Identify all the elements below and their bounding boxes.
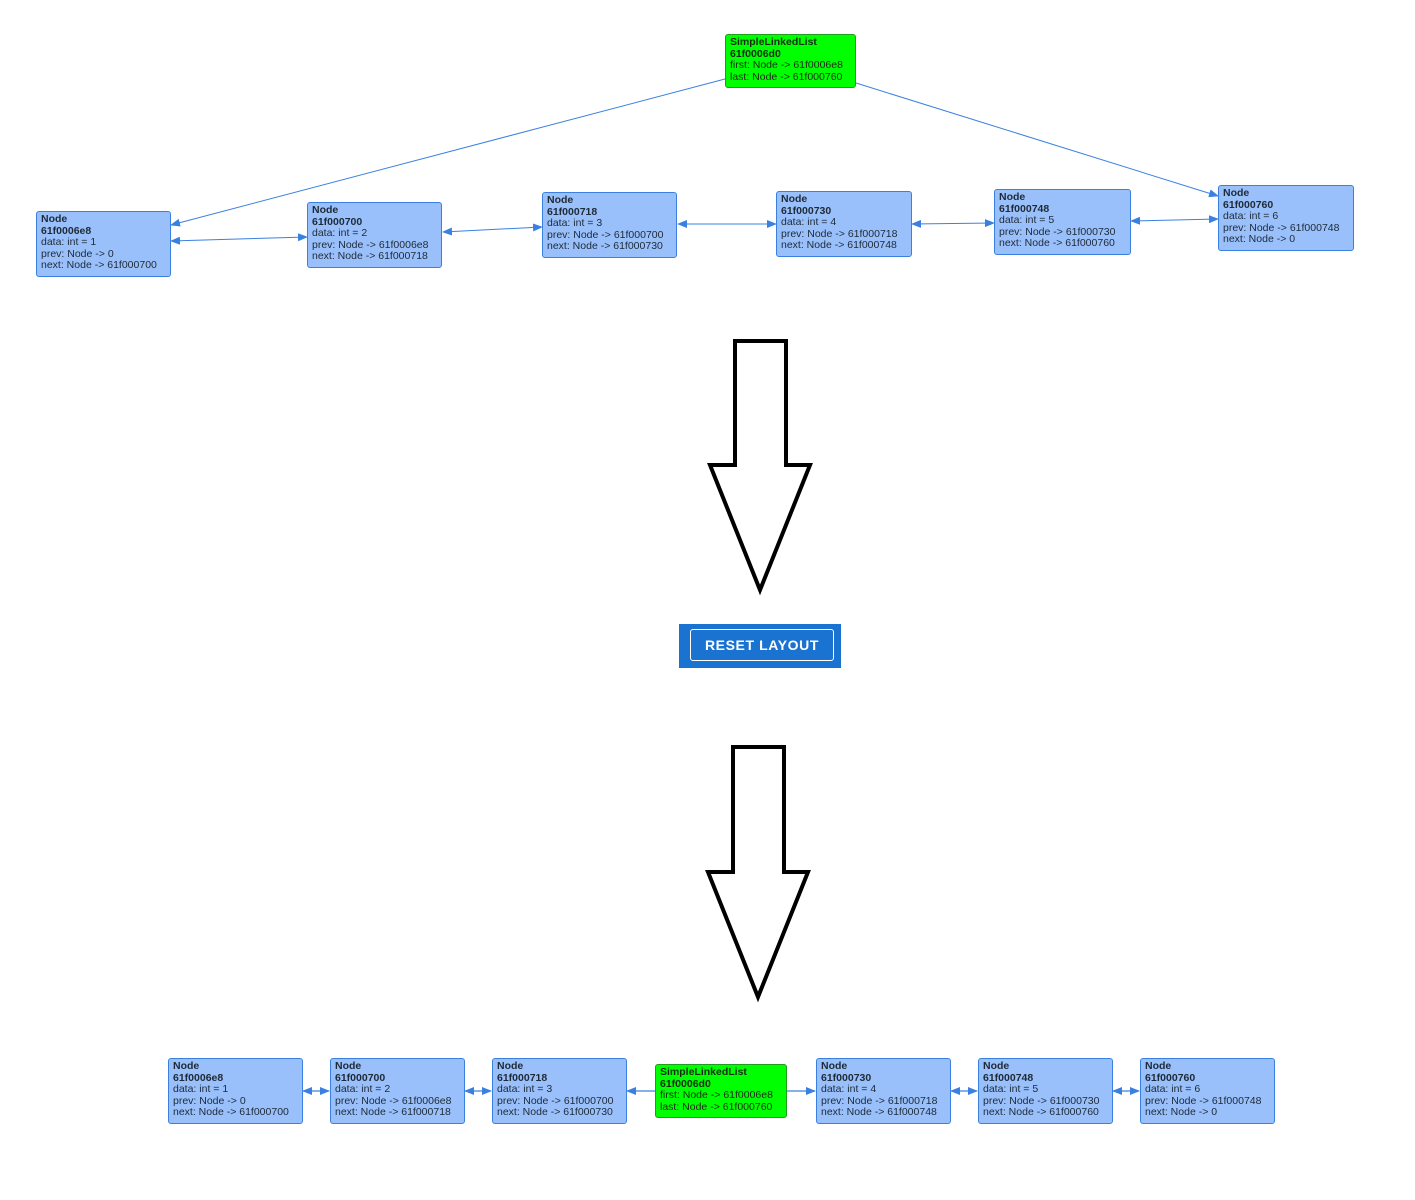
down-arrow-2 [705, 745, 811, 1003]
node-next: next: Node -> 61f000700 [173, 1106, 289, 1118]
node-prev: prev: Node -> 61f000700 [547, 228, 664, 241]
node-prev: prev: Node -> 61f000730 [983, 1094, 1100, 1107]
node-next: next: Node -> 61f000748 [781, 239, 897, 251]
node-title: Node [781, 193, 808, 205]
node-bottom-3[interactable]: Node 61f000718 data: int = 3 prev: Node … [492, 1058, 627, 1124]
node-top-2[interactable]: Node 61f000700 data: int = 2 prev: Node … [307, 202, 442, 268]
node-title: Node [335, 1060, 362, 1072]
node-title: Node [821, 1060, 848, 1072]
node-data: data: int = 2 [335, 1083, 391, 1095]
node-next: next: Node -> 61f000718 [312, 250, 428, 262]
node-title: Node [1223, 187, 1250, 199]
node-prev: prev: Node -> 61f000730 [999, 225, 1116, 238]
node-addr: 61f000760 [1223, 198, 1274, 211]
node-prev: prev: Node -> 0 [41, 247, 114, 260]
node-data: data: int = 2 [312, 227, 368, 239]
node-prev: prev: Node -> 0 [173, 1094, 246, 1107]
edge-n2-n3 [442, 223, 543, 236]
node-next: next: Node -> 61f000700 [41, 259, 157, 271]
node-prev: prev: Node -> 61f000748 [1145, 1094, 1262, 1107]
list-last: last: Node -> 61f000760 [660, 1100, 773, 1113]
node-top-5[interactable]: Node 61f000748 data: int = 5 prev: Node … [994, 189, 1131, 255]
node-addr: 61f000700 [312, 215, 363, 228]
node-addr: 61f000748 [999, 202, 1050, 215]
node-title: Node [999, 191, 1026, 203]
node-prev: prev: Node -> 61f0006e8 [335, 1094, 452, 1107]
node-next: next: Node -> 0 [1223, 233, 1296, 245]
node-title: Node [983, 1060, 1010, 1072]
node-next: next: Node -> 61f000730 [497, 1106, 613, 1118]
node-prev: prev: Node -> 61f0006e8 [312, 238, 429, 251]
node-data: data: int = 5 [983, 1083, 1039, 1095]
node-title: Node [173, 1060, 200, 1072]
node-addr: 61f000748 [983, 1071, 1034, 1084]
node-data: data: int = 3 [497, 1083, 553, 1095]
node-data: data: int = 1 [173, 1083, 229, 1095]
node-title: Node [547, 194, 574, 206]
edge-n1-n2 [170, 233, 308, 245]
node-prev: prev: Node -> 61f000700 [497, 1094, 614, 1107]
node-title: Node [41, 213, 68, 225]
node-title: Node [497, 1060, 524, 1072]
node-title: Node [312, 204, 339, 216]
list-last: last: Node -> 61f000760 [730, 70, 843, 83]
node-prev: prev: Node -> 61f000748 [1223, 221, 1340, 234]
node-bottom-2[interactable]: Node 61f000700 data: int = 2 prev: Node … [330, 1058, 465, 1124]
node-next: next: Node -> 61f000730 [547, 240, 663, 252]
node-top-6[interactable]: Node 61f000760 data: int = 6 prev: Node … [1218, 185, 1354, 251]
list-first: first: Node -> 61f0006e8 [660, 1089, 773, 1101]
node-bottom-6[interactable]: Node 61f000760 data: int = 6 prev: Node … [1140, 1058, 1275, 1124]
node-title: Node [1145, 1060, 1172, 1072]
node-bottom-5[interactable]: Node 61f000748 data: int = 5 prev: Node … [978, 1058, 1113, 1124]
edge-list-last [855, 82, 1219, 198]
node-addr: 61f0006e8 [41, 224, 92, 237]
node-top-3[interactable]: Node 61f000718 data: int = 3 prev: Node … [542, 192, 677, 258]
node-next: next: Node -> 61f000718 [335, 1106, 451, 1118]
node-next: next: Node -> 61f000748 [821, 1106, 937, 1118]
list-addr: 61f0006d0 [660, 1077, 711, 1090]
node-addr: 61f000718 [497, 1071, 548, 1084]
node-top-1[interactable]: Node 61f0006e8 data: int = 1 prev: Node … [36, 211, 171, 277]
node-data: data: int = 5 [999, 214, 1055, 226]
list-node-top[interactable]: SimpleLinkedList 61f0006d0 first: Node -… [725, 34, 856, 88]
node-data: data: int = 6 [1223, 210, 1279, 222]
reset-layout-button[interactable]: RESET LAYOUT [679, 624, 841, 668]
node-next: next: Node -> 61f000760 [983, 1106, 1099, 1118]
node-prev: prev: Node -> 61f000718 [781, 227, 898, 240]
reset-layout-label: RESET LAYOUT [690, 629, 834, 661]
list-addr: 61f0006d0 [730, 47, 781, 60]
node-data: data: int = 4 [781, 216, 837, 228]
node-prev: prev: Node -> 61f000718 [821, 1094, 938, 1107]
node-addr: 61f000730 [781, 204, 832, 217]
node-addr: 61f000718 [547, 205, 598, 218]
node-data: data: int = 4 [821, 1083, 877, 1095]
edge-n4-n5 [911, 219, 995, 228]
node-addr: 61f000730 [821, 1071, 872, 1084]
node-bottom-4[interactable]: Node 61f000730 data: int = 4 prev: Node … [816, 1058, 951, 1124]
edge-n5-n6 [1130, 215, 1219, 225]
node-data: data: int = 3 [547, 217, 603, 229]
node-data: data: int = 1 [41, 236, 97, 248]
node-next: next: Node -> 61f000760 [999, 237, 1115, 249]
edge-list-first [170, 78, 726, 227]
node-addr: 61f000760 [1145, 1071, 1196, 1084]
list-title: SimpleLinkedList [660, 1066, 747, 1078]
node-top-4[interactable]: Node 61f000730 data: int = 4 prev: Node … [776, 191, 912, 257]
down-arrow-1 [707, 339, 813, 596]
node-next: next: Node -> 0 [1145, 1106, 1218, 1118]
node-bottom-1[interactable]: Node 61f0006e8 data: int = 1 prev: Node … [168, 1058, 303, 1124]
list-node-bottom[interactable]: SimpleLinkedList 61f0006d0 first: Node -… [655, 1064, 787, 1118]
node-addr: 61f000700 [335, 1071, 386, 1084]
list-first: first: Node -> 61f0006e8 [730, 59, 843, 71]
node-data: data: int = 6 [1145, 1083, 1201, 1095]
list-title: SimpleLinkedList [730, 36, 817, 48]
node-addr: 61f0006e8 [173, 1071, 224, 1084]
